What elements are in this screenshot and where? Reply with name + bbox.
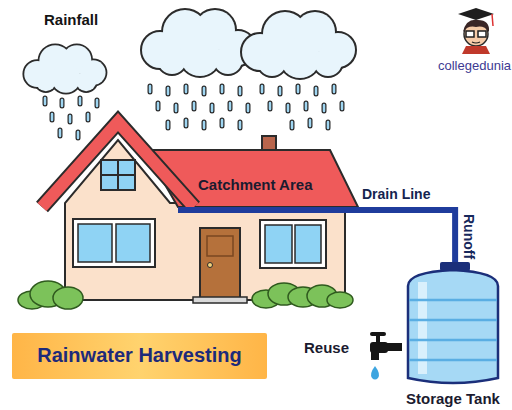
tank-band [409,339,497,342]
rain-drops-outline [45,86,342,138]
logo-cap [458,8,494,20]
window-frame [260,220,326,268]
tap-body [370,342,388,353]
logo-glasses [478,31,486,37]
gable-outline [42,122,194,207]
cloud [142,10,255,76]
cloud-outline [242,12,355,78]
tank-band [409,359,497,362]
roof [42,122,358,207]
cloud [242,12,355,78]
window [101,160,135,190]
window [295,225,321,263]
logo-figure [458,8,494,54]
catchment-roof: Catchment Area [38,112,361,212]
window [116,224,150,262]
tank-lid [440,262,470,271]
water-drop [371,366,379,380]
window [265,225,292,263]
tap [370,332,402,360]
cloud-outline [142,10,255,76]
logo-glasses [466,31,474,37]
drain-pipe [178,207,361,213]
window-frame [101,174,135,176]
gable-roof [42,122,194,207]
edge-label: Drain Line [362,186,430,202]
logo-body [462,46,490,54]
logo-tassel [492,14,493,26]
tank-body [408,270,498,383]
tap-spout [371,352,379,360]
logo-hair [463,20,489,32]
tank-band [409,299,497,302]
bush [327,292,353,308]
door-step [193,297,247,303]
rainfall-label: Rainfall [44,11,98,28]
bush [53,287,83,309]
title-box: Rainwater Harvesting [12,333,267,379]
tank-outline [400,262,506,388]
node-label: Catchment Area [198,176,312,193]
logo-mouth [472,42,480,43]
storage-tank: Storage Tank [400,262,506,388]
rain-drops [45,86,342,138]
runoff-label: Runoff [461,214,477,259]
node-label: Storage Tank [394,390,512,407]
bush [18,281,353,309]
tap-handle [370,332,386,336]
window-frame [73,219,155,267]
door-knob [208,263,213,268]
tank-band [409,319,497,322]
door [200,228,240,298]
door-panel [207,236,233,256]
title-text: Rainwater Harvesting [12,344,267,367]
drain-pipe [361,210,455,262]
cloud [24,45,105,93]
window [78,224,112,262]
cloud-outline [24,45,105,93]
watermark: collegedunia [438,59,511,74]
roof-outline [38,112,361,212]
reuse-label: Reuse [304,339,349,356]
